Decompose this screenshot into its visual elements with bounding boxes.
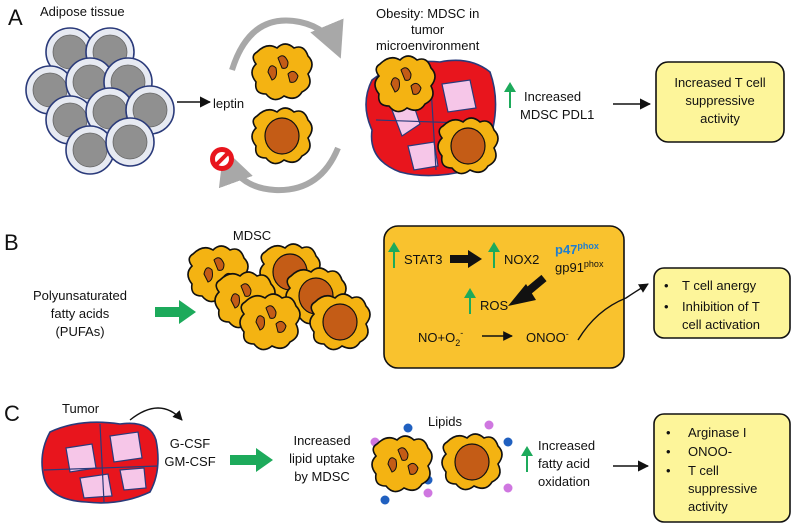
outcome-c-item-3a: T cell	[688, 463, 719, 478]
tumor-image	[41, 421, 159, 504]
ros-label: ROS	[480, 298, 509, 313]
obesity-line-2: tumor	[411, 22, 445, 37]
pufa-line-3: (PUFAs)	[55, 324, 104, 339]
no-o2-label: NO+O2-	[418, 328, 463, 348]
mdsc-granulocytic-c	[371, 435, 433, 493]
panel-c-letter: C	[4, 401, 20, 426]
leptin-label: leptin	[213, 96, 244, 111]
gcsf-line-2: GM-CSF	[164, 454, 215, 469]
onoo-label-b: ONOO-	[526, 329, 569, 345]
up-arrow-ros	[464, 288, 476, 298]
outcome-a-line-3: activity	[700, 111, 740, 126]
outcome-a-line-1: Increased T cell	[674, 75, 765, 90]
signaling-box	[383, 225, 625, 369]
inhibition-icon	[210, 147, 234, 171]
panel-b-letter: B	[4, 230, 19, 255]
pufa-line-2: fatty acids	[51, 306, 110, 321]
outcome-c-bullet-3: •	[666, 463, 671, 478]
nox2-label: NOX2	[504, 252, 539, 267]
oxidation-line-2: fatty acid	[538, 456, 590, 471]
outcome-box-b	[653, 267, 791, 339]
p47phox-label: p47phox	[555, 241, 599, 257]
nox2-to-ros-arrow	[508, 274, 547, 306]
up-arrow-stat3	[388, 242, 400, 252]
adipose-tissue-cluster	[25, 27, 175, 175]
mdsc-granulocytic-a	[251, 43, 313, 101]
outcome-b-bullet-2: •	[664, 299, 669, 314]
tumor-microenvironment-image	[365, 55, 499, 177]
outcome-box-a	[655, 61, 785, 143]
outcome-a-line-2: suppressive	[685, 93, 754, 108]
oxidation-line-1: Increased	[538, 438, 595, 453]
obesity-line-1: Obesity: MDSC in	[376, 6, 479, 21]
obesity-line-3: microenvironment	[376, 38, 480, 53]
stat3-to-nox2-arrow	[450, 250, 482, 268]
outcome-b-item-2b: cell activation	[682, 317, 760, 332]
uptake-line-3: by MDSC	[294, 469, 350, 484]
up-arrow-c	[521, 446, 533, 456]
gcsf-line-1: G-CSF	[170, 436, 211, 451]
mdsc-monocytic-c	[441, 433, 503, 491]
panel-a-letter: A	[8, 5, 23, 30]
outcome-box-c	[653, 413, 791, 523]
up-arrow-nox2	[488, 242, 500, 252]
mdsc-label: MDSC	[233, 228, 271, 243]
outcome-b-bullet-1: •	[664, 278, 669, 293]
green-arrow-c	[230, 448, 273, 472]
mdsc-cluster-b	[187, 243, 371, 351]
outcome-b-item-1: T cell anergy	[682, 278, 757, 293]
cycle-arrow-top	[229, 17, 344, 71]
tumor-label: Tumor	[62, 401, 100, 416]
green-arrow-b	[155, 300, 196, 324]
outcome-b-item-2a: Inhibition of T	[682, 299, 760, 314]
outcome-c-item-3b: suppressive	[688, 481, 757, 496]
outcome-c-bullet-1: •	[666, 425, 671, 440]
increased-line-2: MDSC PDL1	[520, 107, 594, 122]
outcome-c-item-2: ONOO-	[688, 444, 732, 459]
adipose-tissue-label: Adipose tissue	[40, 4, 125, 19]
tumor-to-gcsf-arrow	[129, 407, 183, 421]
stat3-label: STAT3	[404, 252, 443, 267]
outcome-c-item-1: Arginase I	[688, 425, 747, 440]
lipids-label: Lipids	[428, 414, 462, 429]
uptake-line-2: lipid uptake	[289, 451, 355, 466]
gp91phox-label: gp91phox	[555, 259, 604, 275]
oxidation-line-3: oxidation	[538, 474, 590, 489]
pufa-line-1: Polyunsaturated	[33, 288, 127, 303]
outcome-c-bullet-2: •	[666, 444, 671, 459]
uptake-line-1: Increased	[293, 433, 350, 448]
leptin-cycle	[210, 17, 344, 194]
increased-line-1: Increased	[524, 89, 581, 104]
cycle-arrow-bottom	[218, 146, 341, 194]
onoo-to-outcome-arrow	[577, 283, 649, 341]
outcome-c-item-3c: activity	[688, 499, 728, 514]
mdsc-monocytic-a	[251, 107, 313, 165]
